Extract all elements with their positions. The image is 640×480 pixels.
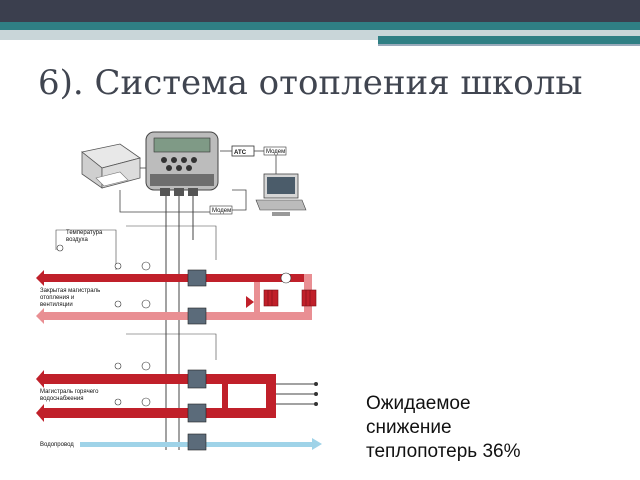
header-band-light xyxy=(0,30,640,40)
hw-thermo-sensor-return-icon xyxy=(114,398,122,406)
water-meter-return-icon xyxy=(187,403,207,423)
hw-pressure-gauge-icon xyxy=(141,361,151,371)
water-meter-icon xyxy=(187,369,207,389)
heating-return-pipe xyxy=(42,312,312,320)
printer-icon xyxy=(81,143,141,189)
air-temp-label-2: воздуха xyxy=(66,237,88,243)
closed-main-label-3: вентиляции xyxy=(40,302,73,308)
hw-thermo-sensor-icon xyxy=(114,362,122,370)
hot-water-supply-pipe xyxy=(42,374,276,384)
heating-supply-pipe xyxy=(42,274,312,282)
water-supply-label: Водопровод xyxy=(40,442,74,448)
thermo-sensor-icon xyxy=(114,262,122,270)
closed-main-label-1: Закрытая магистраль xyxy=(40,288,100,294)
modem-top-box xyxy=(263,146,287,156)
body-line-1: Ожидаемое xyxy=(366,393,471,414)
heat-meter-icon xyxy=(187,269,207,287)
air-temp-label-1: Температура xyxy=(66,230,103,236)
hot-water-label-2: водоснабжения xyxy=(40,396,83,402)
pressure-gauge-icon xyxy=(141,261,151,271)
heat-controller-icon xyxy=(145,131,219,196)
pump-icon xyxy=(246,296,254,308)
header-accent-line xyxy=(378,36,640,44)
radiator-icon xyxy=(263,289,317,307)
slide-title: 6). Система отопления школы xyxy=(38,63,583,103)
header-band-dark xyxy=(0,0,640,22)
header-accent-thin-line xyxy=(378,44,640,46)
tap-icon xyxy=(314,382,318,386)
heating-system-diagram: АТС Модем Модем Температура воздуха xyxy=(36,131,322,451)
ats-label: АТС xyxy=(234,150,247,156)
pressure-gauge-return-icon xyxy=(141,299,151,309)
cold-water-meter-icon xyxy=(187,433,207,451)
air-temp-sensor-icon xyxy=(56,244,64,252)
thermo-sensor-return-icon xyxy=(114,300,122,308)
body-line-3: теплопотерь 36% xyxy=(366,441,521,462)
hw-pressure-gauge-return-icon xyxy=(141,397,151,407)
fan-icon xyxy=(280,272,292,284)
header-band-teal xyxy=(0,22,640,30)
tap-icon xyxy=(314,402,318,406)
tap-icon xyxy=(314,392,318,396)
hot-water-label-1: Магистраль горячего xyxy=(40,389,99,395)
modem-bottom-label: Модем xyxy=(212,208,231,214)
modem-top-label: Модем xyxy=(266,149,285,155)
hot-water-return-pipe xyxy=(42,408,276,418)
heat-meter-return-icon xyxy=(187,307,207,325)
closed-main-label-2: отопления и xyxy=(40,295,74,301)
computer-icon xyxy=(255,173,307,216)
slide-body-text: Ожидаемое снижение теплопотерь 36% xyxy=(366,392,626,464)
body-line-2: снижение xyxy=(366,417,452,438)
